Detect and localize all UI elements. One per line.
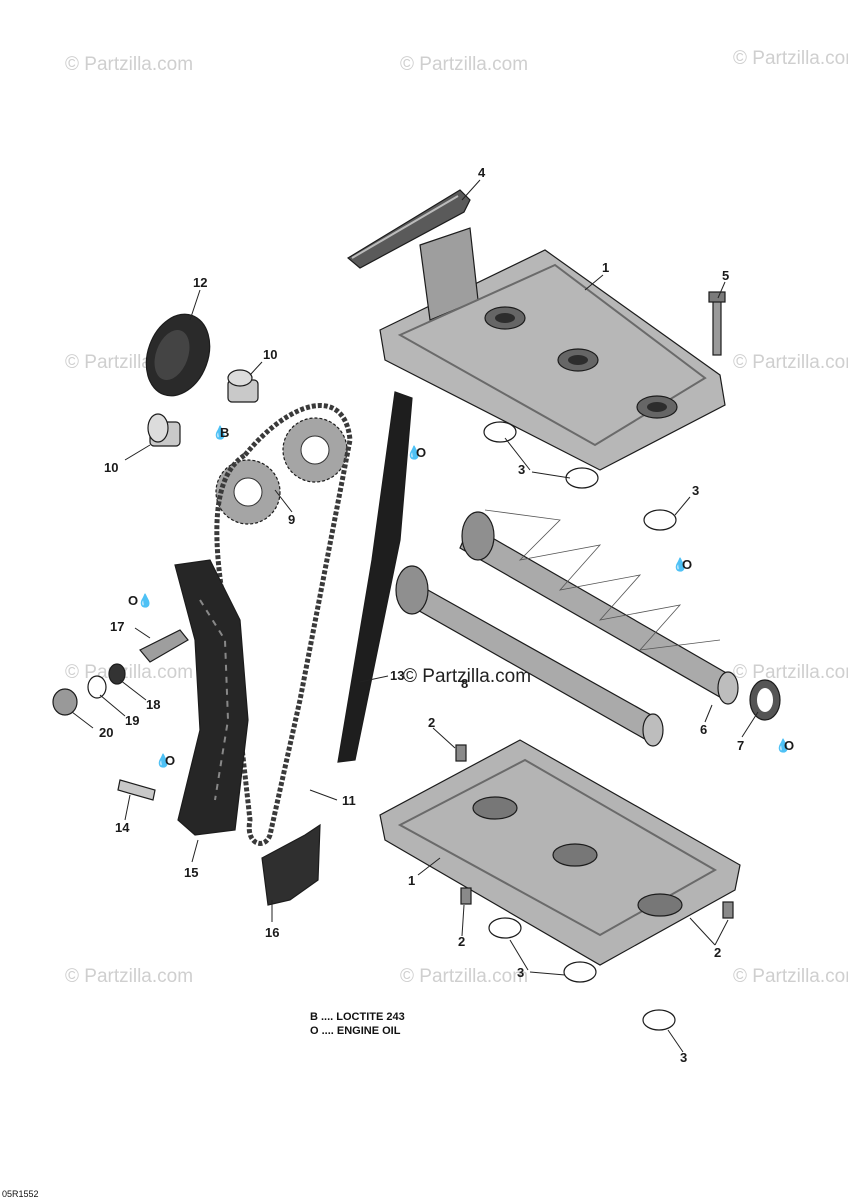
legend-engine-oil: O .... ENGINE OIL bbox=[310, 1025, 401, 1037]
callout-7: 7 bbox=[737, 738, 744, 753]
loctite-drop-icon: 💧 bbox=[212, 425, 228, 440]
part-14-pin[interactable] bbox=[117, 779, 156, 801]
watermark: © Partzilla.com bbox=[65, 662, 193, 683]
part-1-camshaft-carrier-upper[interactable] bbox=[379, 227, 726, 471]
symbols: 💧 B 💧 O 💧 O 💧 O 💧 O 💧 O bbox=[128, 425, 794, 768]
watermark: © Partzilla.com bbox=[400, 54, 528, 75]
callout-3: 3 bbox=[692, 483, 699, 498]
watermark: © Partzilla.com bbox=[733, 662, 848, 683]
callout-6: 6 bbox=[700, 722, 707, 737]
part-16-chain-slider[interactable] bbox=[261, 823, 321, 906]
watermarks: © Partzilla.com © Partzilla.com © Partzi… bbox=[65, 48, 848, 987]
callout-1: 1 bbox=[602, 260, 609, 275]
callout-3: 3 bbox=[680, 1050, 687, 1065]
watermark: © Partzilla.com bbox=[400, 966, 528, 987]
part-13-chain-guide[interactable] bbox=[337, 391, 413, 763]
callout-11: 11 bbox=[342, 793, 356, 808]
oil-symbol: O bbox=[416, 445, 426, 460]
part-2-dowel-pins[interactable] bbox=[455, 744, 734, 919]
callout-10: 10 bbox=[263, 347, 277, 362]
part-7-seal[interactable] bbox=[749, 679, 781, 721]
watermark: © Partzilla.com bbox=[733, 966, 848, 987]
callout-20: 20 bbox=[99, 725, 113, 740]
callout-12: 12 bbox=[193, 275, 207, 290]
oil-symbol: O bbox=[165, 753, 175, 768]
part-10-bolt-lower[interactable] bbox=[147, 413, 181, 447]
cam-lobe-guides bbox=[484, 509, 721, 651]
part-17-tensioner[interactable] bbox=[139, 629, 189, 663]
part-8-camshaft[interactable] bbox=[459, 511, 739, 705]
callout-3: 3 bbox=[518, 462, 525, 477]
part-12-disc[interactable] bbox=[135, 305, 220, 404]
legend: B .... LOCTITE 243 O .... ENGINE OIL bbox=[310, 1011, 405, 1037]
callout-15: 15 bbox=[184, 865, 198, 880]
callout-18: 18 bbox=[146, 697, 160, 712]
part-4-chain-guide-top[interactable] bbox=[346, 189, 471, 269]
oil-drop-icon: 💧 bbox=[672, 557, 688, 572]
part-1-camshaft-carrier-lower[interactable] bbox=[379, 739, 741, 966]
watermark: © Partzilla.com bbox=[733, 352, 848, 373]
oil-drop-icon: 💧 bbox=[406, 445, 422, 460]
callouts: 4 1 5 12 10 10 9 3 3 13 8 6 7 11 17 18 1… bbox=[99, 165, 744, 1065]
callout-16: 16 bbox=[265, 925, 279, 940]
drawing-code: 05R1552 bbox=[2, 1189, 39, 1199]
callout-9: 9 bbox=[288, 512, 295, 527]
oil-drop-icon: 💧 bbox=[155, 753, 171, 768]
callout-2: 2 bbox=[458, 934, 465, 949]
callout-2: 2 bbox=[428, 715, 435, 730]
callout-3: 3 bbox=[517, 965, 524, 980]
oil-drop-icon: 💧 bbox=[137, 593, 153, 608]
center-watermark: © Partzilla.com bbox=[403, 666, 531, 687]
part-19-seal[interactable] bbox=[87, 675, 107, 699]
watermark: © Partzilla.com bbox=[733, 48, 848, 69]
callout-14: 14 bbox=[115, 820, 130, 835]
part-10-bolt-upper[interactable] bbox=[227, 369, 259, 403]
watermark: © Partzilla.com bbox=[65, 54, 193, 75]
callout-4: 4 bbox=[478, 165, 486, 180]
callout-17: 17 bbox=[110, 619, 124, 634]
callout-2: 2 bbox=[714, 945, 721, 960]
callout-13: 13 bbox=[390, 668, 404, 683]
callout-10: 10 bbox=[104, 460, 118, 475]
loctite-symbol: B bbox=[220, 425, 229, 440]
watermark: © Partzilla.com bbox=[65, 966, 193, 987]
part-20-plug[interactable] bbox=[52, 688, 78, 716]
callout-19: 19 bbox=[125, 713, 139, 728]
part-3-rings[interactable] bbox=[483, 421, 677, 1031]
part-18-washer[interactable] bbox=[108, 663, 126, 685]
part-9-sprockets[interactable] bbox=[215, 417, 348, 525]
legend-loctite: B .... LOCTITE 243 bbox=[310, 1011, 405, 1023]
callout-1: 1 bbox=[408, 873, 415, 888]
leader-lines bbox=[71, 179, 759, 1053]
callout-5: 5 bbox=[722, 268, 729, 283]
part-5-bolt[interactable] bbox=[708, 291, 726, 356]
callout-8: 8 bbox=[461, 676, 468, 691]
oil-drop-icon: 💧 bbox=[775, 738, 791, 753]
oil-symbol: O bbox=[128, 593, 138, 608]
part-6-camshaft[interactable] bbox=[395, 565, 664, 747]
oil-symbol: O bbox=[682, 557, 692, 572]
oil-symbol: O bbox=[784, 738, 794, 753]
part-15-tensioner-guide[interactable] bbox=[174, 559, 249, 836]
part-11-timing-chain[interactable] bbox=[214, 403, 353, 846]
